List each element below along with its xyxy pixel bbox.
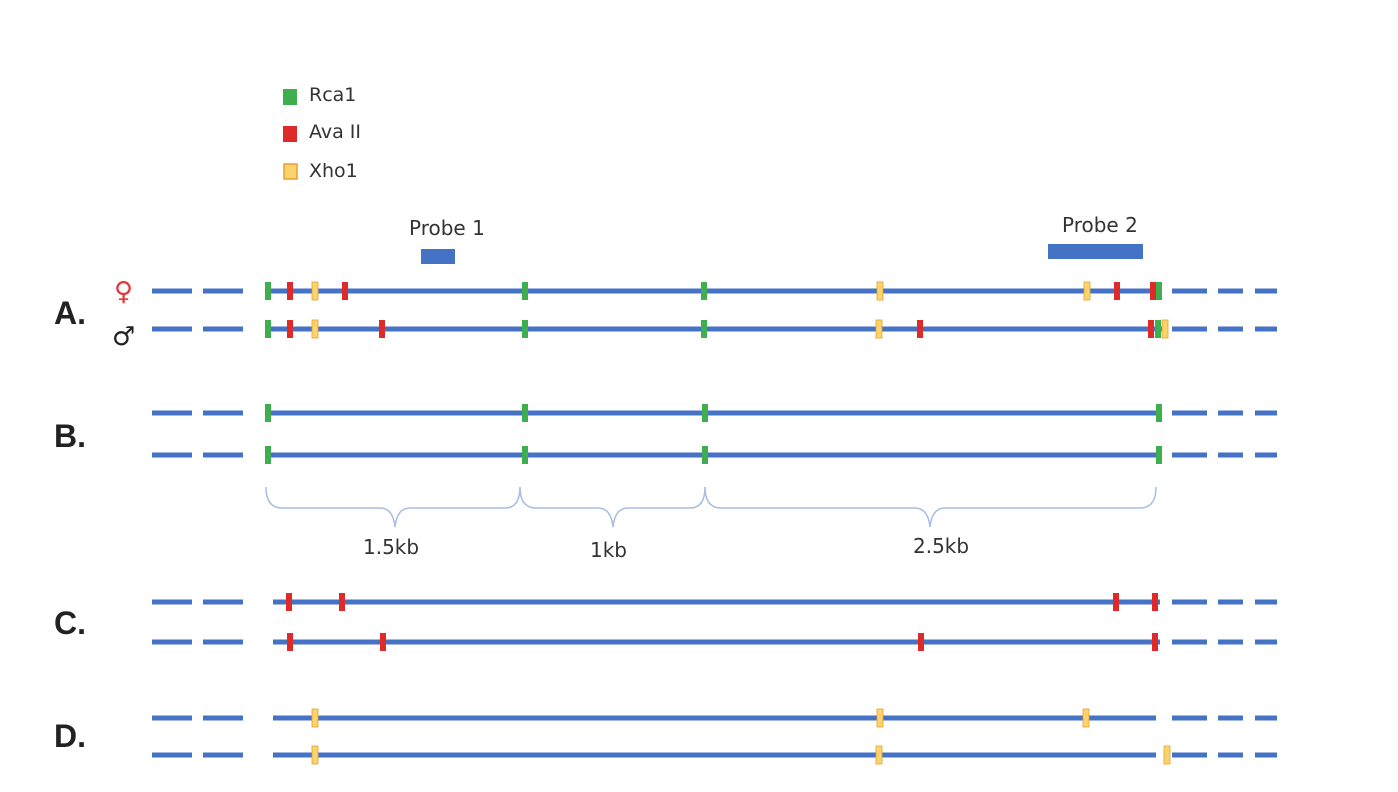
- site-xho-d-top-2: [1082, 708, 1090, 728]
- site-ava-c-top-0: [286, 593, 292, 611]
- site-rca-a-male-0: [265, 320, 271, 338]
- site-rca-a-female-10: [1156, 282, 1162, 300]
- fragment-brackets: [265, 486, 1157, 528]
- site-xho-d-bottom-2: [1163, 745, 1171, 765]
- site-rca-a-female-5: [701, 282, 707, 300]
- probe-2-label: Probe 2: [1062, 213, 1138, 237]
- site-rca-b-top-3: [1156, 404, 1162, 422]
- site-rca-a-female-0: [265, 282, 271, 300]
- panel-b-label: B.: [54, 418, 86, 454]
- site-xho-d-bottom-1: [875, 745, 883, 765]
- site-xho-a-female-6: [876, 281, 884, 301]
- site-xho-d-top-1: [876, 708, 884, 728]
- legend-label-avaii: Ava II: [309, 121, 361, 143]
- fragment-label-2-5kb: 2.5kb: [913, 534, 969, 558]
- bracket-1kb: [519, 486, 706, 528]
- site-ava-a-male-1: [287, 320, 293, 338]
- site-xho-a-female-2: [311, 281, 319, 301]
- site-rca-b-top-1: [522, 404, 528, 422]
- site-rca-b-bottom-0: [265, 446, 271, 464]
- panel-c-label: C.: [54, 605, 86, 641]
- legend-label-xho1: Xho1: [309, 160, 358, 182]
- site-ava-c-bottom-2: [918, 633, 924, 651]
- site-ava-c-top-3: [1152, 593, 1158, 611]
- site-rca-b-bottom-2: [702, 446, 708, 464]
- site-ava-a-female-3: [342, 282, 348, 300]
- site-xho-a-male-2: [311, 319, 319, 339]
- bracket-2-5kb: [704, 486, 1157, 528]
- female-symbol: ♀: [114, 277, 133, 307]
- legend-swatch-rca1: [283, 89, 297, 105]
- site-ava-a-male-3: [379, 320, 385, 338]
- site-ava-c-bottom-0: [287, 633, 293, 651]
- restriction-sites: [265, 281, 1171, 765]
- site-xho-a-male-10: [1161, 319, 1169, 339]
- bracket-1-5kb: [265, 486, 521, 528]
- site-ava-a-male-7: [917, 320, 923, 338]
- site-rca-a-female-4: [522, 282, 528, 300]
- legend-label-rca1: Rca1: [309, 84, 356, 106]
- site-rca-b-top-0: [265, 404, 271, 422]
- probe-1-bar: [421, 249, 455, 264]
- chromosome-lines: [152, 288, 1277, 758]
- site-ava-a-female-9: [1150, 282, 1156, 300]
- panel-a-label: A.: [54, 295, 86, 331]
- site-ava-c-bottom-1: [380, 633, 386, 651]
- site-rca-b-bottom-3: [1156, 446, 1162, 464]
- site-ava-a-female-8: [1114, 282, 1120, 300]
- probe-2-bar: [1048, 244, 1143, 259]
- site-xho-a-female-7: [1083, 281, 1091, 301]
- site-ava-c-top-1: [339, 593, 345, 611]
- site-xho-a-male-6: [875, 319, 883, 339]
- site-rca-a-male-9: [1155, 320, 1161, 338]
- site-ava-c-bottom-3: [1152, 633, 1158, 651]
- legend: Rca1 Ava II Xho1: [283, 84, 361, 182]
- site-ava-a-female-1: [287, 282, 293, 300]
- legend-swatch-xho1: [283, 163, 298, 180]
- probe-1-label: Probe 1: [409, 216, 485, 240]
- site-rca-b-bottom-1: [522, 446, 528, 464]
- panel-d-label: D.: [54, 718, 86, 754]
- probes: Probe 1 Probe 2: [409, 213, 1143, 264]
- legend-swatch-avaii: [283, 126, 297, 142]
- site-rca-a-male-5: [701, 320, 707, 338]
- fragment-label-1kb: 1kb: [590, 538, 627, 562]
- site-rca-b-top-2: [702, 404, 708, 422]
- male-symbol: ♂: [112, 322, 135, 352]
- site-rca-a-male-4: [522, 320, 528, 338]
- fragment-label-1-5kb: 1.5kb: [363, 535, 419, 559]
- site-xho-d-bottom-0: [311, 745, 319, 765]
- site-xho-d-top-0: [311, 708, 319, 728]
- site-ava-c-top-2: [1113, 593, 1119, 611]
- site-ava-a-male-8: [1148, 320, 1154, 338]
